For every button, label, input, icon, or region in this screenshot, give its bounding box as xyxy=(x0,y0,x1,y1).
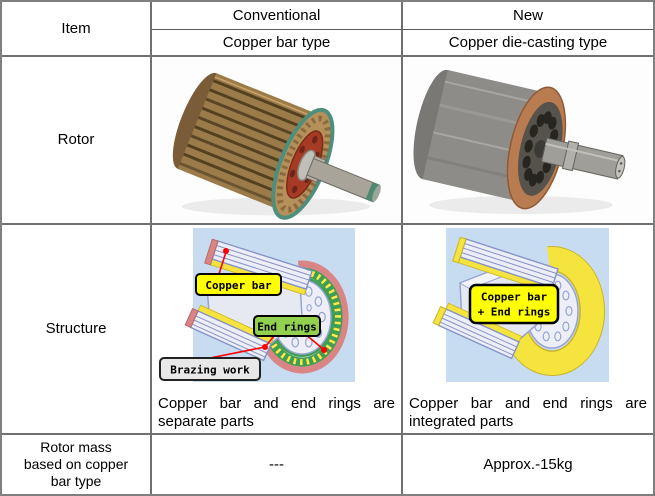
mass-conventional-value: --- xyxy=(269,455,284,473)
header-new-label: New xyxy=(512,6,543,24)
brazing-work-label-text: Brazing work xyxy=(170,364,250,377)
structure-new-caption: Copper bar and end rings are integrated … xyxy=(409,395,647,430)
mass-new-value: Approx.-15kg xyxy=(483,455,573,473)
rotor-photo-new-cell xyxy=(403,57,653,225)
header-die-casting-type-cell: Copper die-casting type xyxy=(403,30,653,57)
end-rings-label: End rings xyxy=(253,315,321,337)
copper-die-cast-rotor-photo xyxy=(403,57,649,223)
header-item-label: Item xyxy=(61,19,91,37)
structure-row-header-cell: Structure xyxy=(2,225,152,435)
header-die-casting-type-label: Copper die-casting type xyxy=(448,33,608,51)
brazing-work-label: Brazing work xyxy=(159,357,261,381)
mass-new-cell: Approx.-15kg xyxy=(403,435,653,494)
copper-bar-rotor xyxy=(172,72,381,220)
header-new-cell: New xyxy=(403,2,653,30)
integrated-end-ring-graphic xyxy=(506,246,606,377)
header-copper-bar-type-cell: Copper bar type xyxy=(152,30,403,57)
header-copper-bar-type-label: Copper bar type xyxy=(222,33,331,51)
rotor-photo-conventional-cell xyxy=(152,57,403,225)
copper-bar-rotor-photo xyxy=(152,57,401,223)
die-cast-rotor xyxy=(413,69,626,210)
copper-bar-end-rings-label: Copper bar + End rings xyxy=(468,283,560,325)
leader-dot-copper-bar xyxy=(223,248,229,254)
leader-dot-end-ring xyxy=(321,347,327,353)
mass-row-header-cell: Rotor mass based on copper bar type xyxy=(2,435,152,494)
copper-bar-label: Copper bar xyxy=(195,273,282,296)
rotor-row-label: Rotor xyxy=(57,131,95,148)
die-cast-structure-diagram: Copper bar + End rings xyxy=(432,228,609,382)
mass-row-label: Rotor mass based on copper bar type xyxy=(23,439,129,489)
end-rings-label-text: End rings xyxy=(257,321,317,334)
end-ring-graphic xyxy=(261,260,349,374)
structure-row-label: Structure xyxy=(45,320,107,337)
structure-conventional-cell: Copper bar End rings Brazing work Copper… xyxy=(152,225,403,435)
header-conventional-label: Conventional xyxy=(232,6,321,24)
copper-bar-structure-diagram: Copper bar End rings Brazing work xyxy=(159,228,355,382)
copper-bar-label-text: Copper bar xyxy=(205,279,272,292)
structure-new-cell: Copper bar + End rings Copper bar and en… xyxy=(403,225,653,435)
leader-dot-brazing xyxy=(262,344,268,350)
copper-bar-bundle-top xyxy=(204,238,313,296)
header-item-cell: Item xyxy=(2,2,152,57)
structure-conventional-caption: Copper bar and end rings are separate pa… xyxy=(158,395,395,430)
header-conventional-cell: Conventional xyxy=(152,2,403,30)
mass-conventional-cell: --- xyxy=(152,435,403,494)
copper-bar-end-rings-label-line2: + End rings xyxy=(478,306,551,319)
rotor-row-header-cell: Rotor xyxy=(2,57,152,225)
copper-bar-end-rings-label-line1: Copper bar xyxy=(481,291,548,304)
